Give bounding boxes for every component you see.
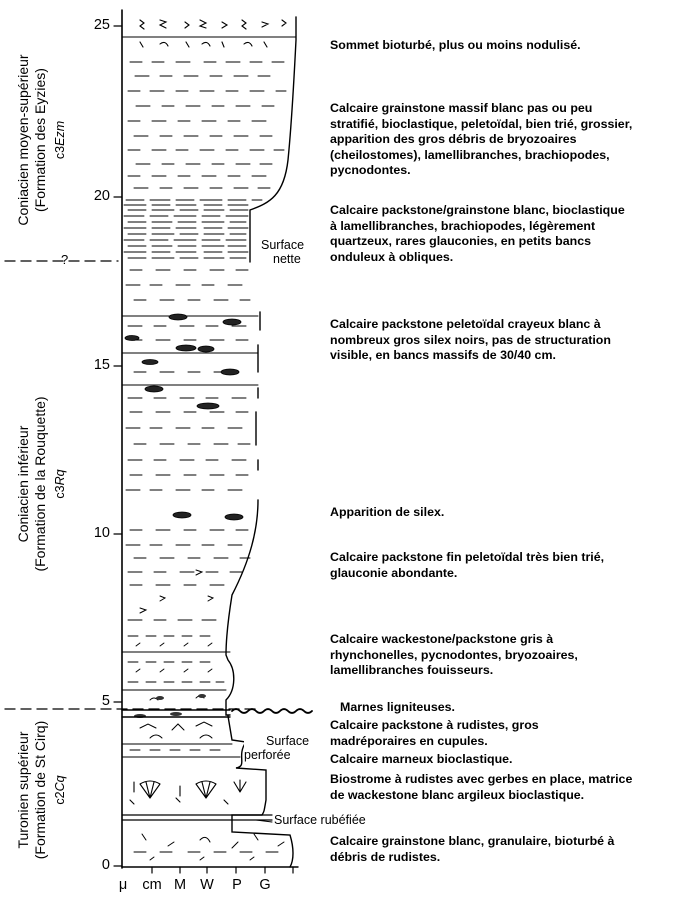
description-packstone-fin: Calcaire packstone fin peletoïdal très b… <box>330 550 682 581</box>
surface-rubefiee-label: Surface rubéfiée <box>274 813 366 827</box>
surface-perforee-label: Surface perforée <box>244 734 309 762</box>
scale-label-10: 10 <box>80 525 110 541</box>
description-packstone-peletoidal-crayeux: Calcaire packstone peletoïdal crayeux bl… <box>330 317 682 364</box>
grain-label-cm: cm <box>137 877 167 893</box>
grain-label-mu: μ <box>108 877 138 893</box>
scale-label-5: 5 <box>80 693 110 709</box>
grain-label-g: G <box>250 877 280 893</box>
description-grainstone-massif: Calcaire grainstone massif blanc pas ou … <box>330 101 682 179</box>
description-marnes-ligniteuses: Marnes ligniteuses. <box>340 700 682 716</box>
description-packstone-grainstone: Calcaire packstone/grainstone blanc, bio… <box>330 203 682 265</box>
stage-code: c3Rq <box>52 396 69 571</box>
stage-name-line1: Coniacien inférieur <box>15 396 32 571</box>
scale-label-20: 20 <box>80 188 110 204</box>
stage-name-line2: (Formation de la Rouquette) <box>32 396 49 571</box>
description-sommet: Sommet bioturbé, plus ou moins nodulisé. <box>330 38 682 54</box>
grain-label-p: P <box>222 877 252 893</box>
stage-name-line2: (Formation de St Cirq) <box>32 721 49 859</box>
scale-label-15: 15 <box>80 357 110 373</box>
stage-name-line1: Turonien supérieur <box>15 721 32 859</box>
stage-name-line2: (Formation des Eyzies) <box>32 54 49 225</box>
stage-code: c2Cq <box>52 721 69 859</box>
scale-label-0: 0 <box>80 857 110 873</box>
stage-coniacien-moyen-superieur: Coniacien moyen-supérieur (Formation des… <box>15 54 69 225</box>
scale-label-25: 25 <box>80 17 110 33</box>
stage-name-line1: Coniacien moyen-supérieur <box>15 54 32 225</box>
description-wackestone-packstone-gris: Calcaire wackestone/packstone gris à rhy… <box>330 632 682 679</box>
description-grainstone-granulaire: Calcaire grainstone blanc, granulaire, b… <box>330 834 682 865</box>
stage-coniacien-inferieur: Coniacien inférieur (Formation de la Rou… <box>15 396 69 571</box>
surface-nette-label: Surface nette <box>261 238 304 266</box>
stage-turonien-superieur: Turonien supérieur (Formation de St Cirq… <box>15 721 69 859</box>
description-calcaire-marneux: Calcaire marneux bioclastique. <box>330 752 682 768</box>
description-biostrome: Biostrome à rudistes avec gerbes en plac… <box>330 772 682 803</box>
stage-code: c3Ezm <box>52 54 69 225</box>
grain-label-m: M <box>165 877 195 893</box>
description-packstone-rudistes: Calcaire packstone à rudistes, gros madr… <box>330 718 682 749</box>
description-apparition-silex: Apparition de silex. <box>330 505 682 521</box>
grain-label-w: W <box>192 877 222 893</box>
boundary-question-mark: ? <box>61 252 68 267</box>
